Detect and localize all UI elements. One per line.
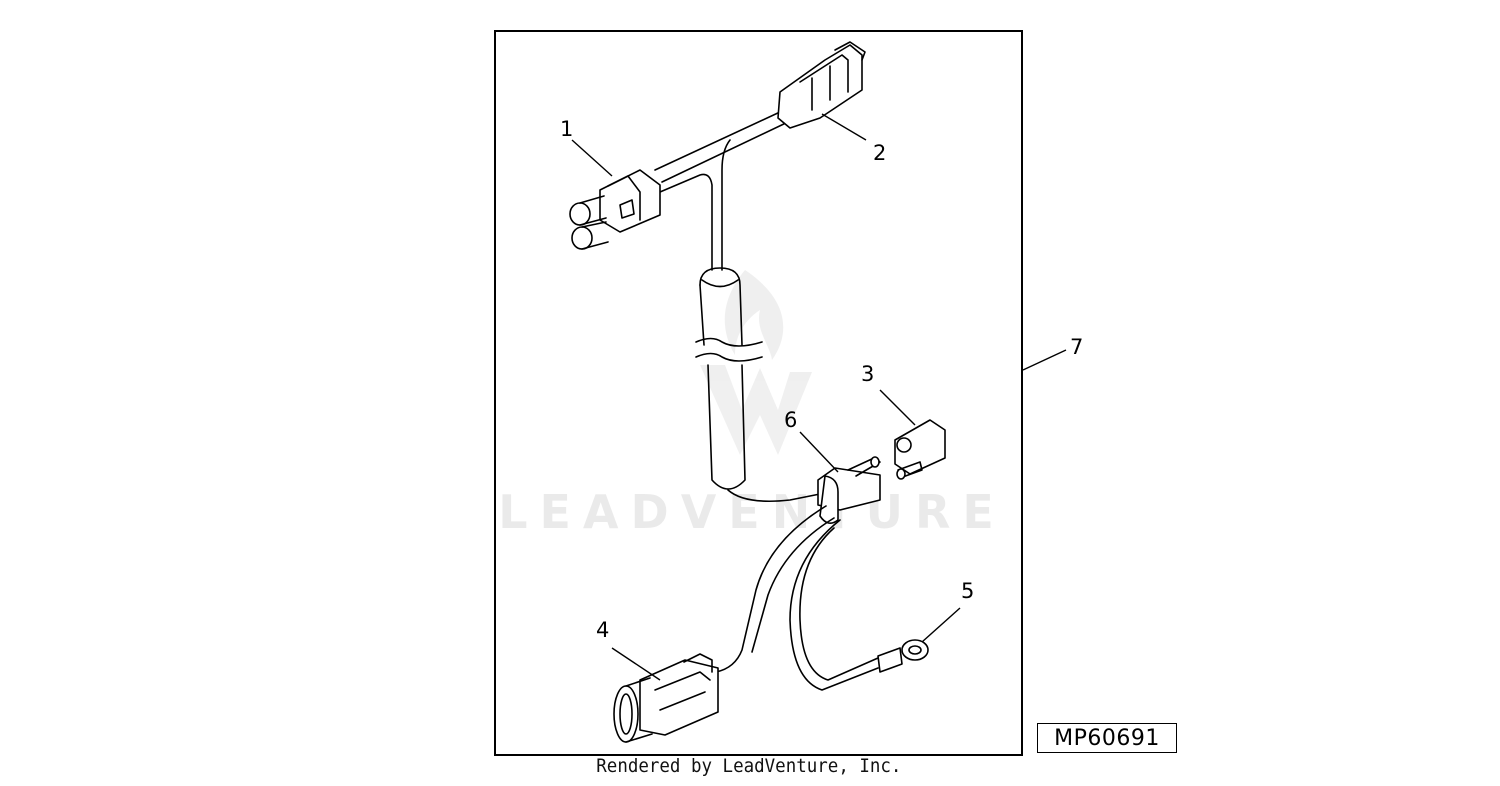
render-credit-text: Rendered by LeadVenture, Inc. (596, 755, 902, 777)
harness-illustration (569, 41, 946, 743)
leader-lines (571, 113, 1067, 681)
diagram-frame (494, 30, 1023, 756)
callout-1: 1 (560, 117, 573, 141)
callout-4: 4 (596, 618, 609, 642)
callout-5: 5 (961, 579, 974, 603)
callout-3: 3 (861, 362, 874, 386)
callout-6: 6 (784, 408, 797, 432)
callout-7: 7 (1070, 335, 1083, 359)
render-credit: Rendered by LeadVenture, Inc. (0, 755, 1499, 777)
callout-2: 2 (873, 141, 886, 165)
figure-reference-id: MP60691 (1037, 723, 1177, 753)
watermark-logo (700, 270, 812, 455)
watermark-text: LEADVENTURE (498, 485, 1006, 539)
